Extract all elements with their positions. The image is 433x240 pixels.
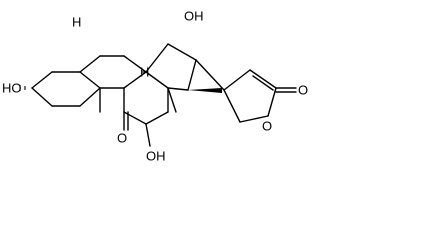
label-o-c11: O — [117, 131, 127, 146]
label-h-c5: H — [72, 15, 81, 30]
ring-b — [79, 55, 147, 89]
c17-wedge-bond — [188, 88, 222, 93]
ring-d — [145, 43, 197, 91]
atom-labels: HO H OH H O OH O O — [2, 9, 308, 164]
c13-methyl-bond — [167, 87, 177, 113]
c12-oh-bond — [145, 123, 151, 147]
chemical-structure: HO H OH H O OH O O — [2, 9, 308, 164]
label-o-carbonyl: O — [298, 83, 308, 98]
c3-hashed-bond — [19, 85, 26, 91]
label-h-c9: H — [140, 65, 149, 80]
label-ho-c3: HO — [2, 81, 22, 96]
substituent-bonds — [19, 85, 297, 147]
ring-a — [31, 71, 101, 107]
label-oh-c12: OH — [146, 149, 166, 164]
ring-c — [123, 71, 169, 125]
label-o-ring: O — [262, 119, 272, 134]
butenolide-ring — [195, 59, 277, 123]
label-oh-c14: OH — [184, 9, 204, 24]
